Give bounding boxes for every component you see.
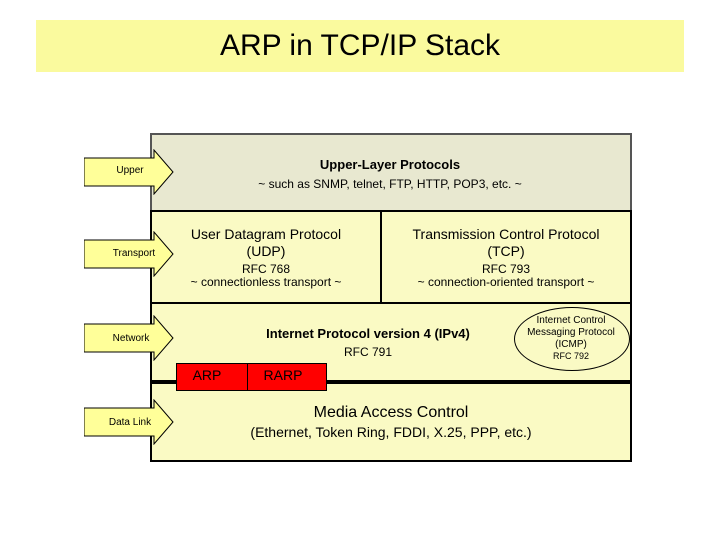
udp-abbr: (UDP): [246, 243, 286, 259]
icmp-abbr: (ICMP): [555, 339, 587, 350]
upper-layer-arrow-icon: [84, 149, 174, 195]
tcp-name: Transmission Control Protocol: [412, 226, 600, 242]
network-layer-arrow-icon: [84, 315, 174, 361]
udp-name: User Datagram Protocol: [190, 226, 342, 242]
rarp-label: RARP: [263, 367, 303, 383]
arp-label: ARP: [192, 367, 222, 383]
icmp-line2: Messaging Protocol: [527, 327, 615, 338]
arp-box: [176, 363, 250, 391]
tcp-abbr: (TCP): [487, 243, 525, 259]
icmp-rfc: RFC 792: [552, 351, 589, 361]
icmp-ellipse: [514, 307, 630, 371]
udp-rfc: RFC 768: [241, 262, 291, 276]
ip-rfc: RFC 791: [343, 345, 393, 359]
tcp-rfc: RFC 793: [481, 262, 531, 276]
upper-layer-examples: ~ such as SNMP, telnet, FTP, HTTP, POP3,…: [258, 177, 522, 191]
upper-layer-name: Upper-Layer Protocols: [319, 157, 461, 172]
ip-name: Internet Protocol version 4 (IPv4): [266, 326, 470, 341]
upper-layer-box: [150, 133, 632, 215]
data-link-layer-box: [150, 382, 632, 462]
tcp-desc: ~ connection-oriented transport ~: [417, 275, 595, 289]
mac-desc: (Ethernet, Token Ring, FDDI, X.25, PPP, …: [250, 424, 532, 440]
data-link-layer-arrow-icon: [84, 399, 174, 445]
layer-label-data-link: Data Link: [108, 417, 152, 428]
udp-box: [150, 210, 382, 304]
rarp-box: [247, 363, 327, 391]
icmp-line1: Internet Control: [536, 315, 606, 326]
page-title: ARP in TCP/IP Stack: [219, 29, 501, 62]
udp-desc: ~ connectionless transport ~: [190, 275, 342, 289]
transport-layer-arrow-icon: [84, 231, 174, 277]
layer-label-upper: Upper: [116, 165, 144, 176]
title-band: [36, 20, 684, 72]
layer-label-transport: Transport: [112, 248, 156, 259]
mac-name: Media Access Control: [313, 404, 469, 421]
layer-label-network: Network: [112, 333, 150, 344]
